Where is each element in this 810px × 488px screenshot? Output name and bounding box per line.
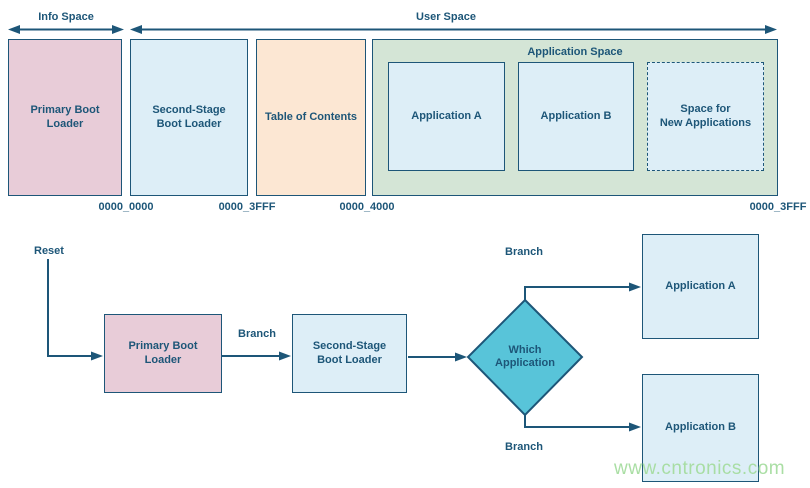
decision-label-line2: Application (495, 357, 555, 369)
memory-block-second-stage-boot-loader: Second-Stage Boot Loader (130, 39, 248, 196)
memory-block-table-of-contents: Table of Contents (256, 39, 366, 196)
address-0000-0000: 0000_0000 (98, 201, 154, 213)
memory-block-application-a: Application A (388, 62, 505, 171)
address-0000-3fff-left: 0000_3FFF (218, 201, 276, 213)
flow-second-stage-line1: Second-Stage (312, 339, 387, 352)
flow-primary-boot-loader: Primary Boot Loader (104, 314, 222, 393)
info-space-arrowhead-left (8, 25, 20, 34)
flow-second-stage-boot-loader: Second-Stage Boot Loader (292, 314, 407, 393)
memory-block-application-b: Application B (518, 62, 634, 171)
branch-label-primary: Branch (238, 328, 276, 340)
flow-application-a: Application A (642, 234, 759, 339)
decision-to-app-b-connector (524, 415, 631, 428)
memory-block-app-b-label: Application B (540, 109, 612, 122)
address-0000-3fff-right: 0000_3FFF (749, 201, 807, 213)
memory-block-space-new-line2: New Applications (659, 116, 752, 129)
memory-block-second-stage-line1: Second-Stage (152, 103, 226, 116)
flow-primary-line2: Loader (144, 353, 182, 366)
flow-app-a-label: Application A (665, 279, 736, 292)
decision-to-app-b-arrowhead (629, 422, 641, 432)
memory-block-app-a-label: Application A (411, 109, 482, 122)
branch-label-app-b: Branch (505, 441, 543, 453)
memory-block-primary-line2: Loader (46, 117, 84, 130)
memory-block-toc-label: Table of Contents (264, 110, 358, 123)
decision-label-line1: Which (508, 344, 542, 356)
watermark: www.cntronics.com (614, 458, 786, 479)
info-space-label: Info Space (38, 11, 94, 23)
flow-app-b-label: Application B (665, 421, 736, 434)
memory-block-space-for-new-applications: Space for New Applications (647, 62, 764, 171)
info-space-arrowhead-right (112, 25, 124, 34)
memory-block-space-new-line1: Space for (680, 102, 731, 115)
flow-application-b: Application B (642, 374, 759, 482)
decision-diamond (466, 298, 584, 417)
application-space-label: Application Space (527, 46, 623, 58)
user-space-arrowhead-right (765, 25, 777, 34)
reset-connector (47, 259, 92, 357)
second-to-decision-arrowhead (455, 352, 467, 362)
memory-block-primary-boot-loader: Primary Boot Loader (8, 39, 122, 196)
reset-arrowhead (91, 351, 103, 361)
memory-block-second-stage-line2: Boot Loader (156, 117, 222, 130)
decision-to-app-a-connector (524, 286, 631, 300)
decision-label: Which Application (470, 344, 580, 370)
flow-primary-line1: Primary Boot (128, 339, 198, 352)
reset-label: Reset (34, 245, 64, 257)
address-0000-4000: 0000_4000 (339, 201, 395, 213)
flow-second-stage-line2: Boot Loader (317, 353, 382, 366)
application-space-container: Application Space Application A Applicat… (372, 39, 778, 196)
user-space-arrowhead-left (130, 25, 142, 34)
decision-to-app-a-arrowhead (629, 282, 641, 292)
branch-label-app-a: Branch (505, 246, 543, 258)
primary-to-second-arrowhead (279, 351, 291, 361)
user-space-label: User Space (416, 11, 476, 23)
memory-block-primary-line1: Primary Boot (30, 103, 100, 116)
